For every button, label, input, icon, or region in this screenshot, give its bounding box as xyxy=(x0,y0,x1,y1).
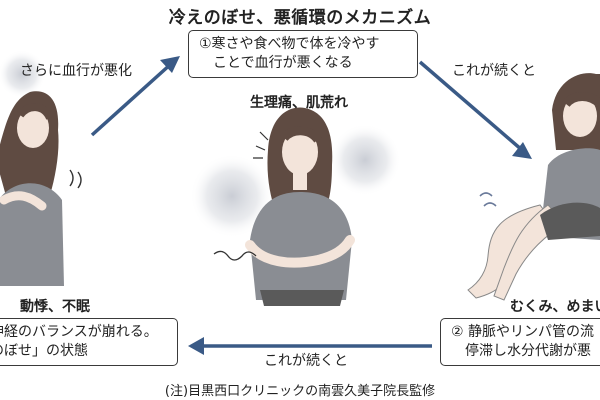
step2-line1: ② 静脈やリンパ管の流 xyxy=(451,324,595,340)
footnote: (注)目黒西口クリニックの南雲久美子院長監修 xyxy=(164,384,436,399)
step2-line2: 停滞し水分代謝が悪 xyxy=(465,343,591,359)
step3-textbox: 神経のバランスが崩れる。 のぼせ」の状態 xyxy=(0,318,178,366)
arrow-left-to-top xyxy=(90,56,180,137)
woman-stomach-pain-figure xyxy=(213,107,355,306)
diagram-title: 冷えのぼせ、悪循環のメカニズム xyxy=(168,8,432,28)
step3-line2: のぼせ」の状態 xyxy=(0,343,88,359)
step1-textbox: ①寒さや食べ物で体を冷やす ことで血行が悪くなる xyxy=(188,30,418,78)
step3-symptom: 動悸、不眠 xyxy=(20,299,90,315)
cold-glow xyxy=(0,50,46,98)
arrow-top-to-right xyxy=(418,60,532,159)
cold-glow xyxy=(329,124,401,196)
step1-line2: ことで血行が悪くなる xyxy=(213,55,353,71)
arrow-label-top-to-right: これが続くと xyxy=(452,63,536,79)
step2-symptom: むくみ、めまい xyxy=(510,299,600,315)
step1-line1: ①寒さや食べ物で体を冷やす xyxy=(199,36,380,52)
woman-swelling-figure xyxy=(467,73,600,301)
step1-symptom: 生理痛、肌荒れ xyxy=(250,95,348,111)
cold-glow xyxy=(190,154,274,238)
arrow-right-to-left xyxy=(188,337,432,355)
step2-textbox: ② 静脈やリンパ管の流 停滞し水分代謝が悪 xyxy=(440,318,600,366)
arrow-label-left-to-top: さらに血行が悪化 xyxy=(20,63,132,79)
step3-line1: 神経のバランスが崩れる。 xyxy=(0,324,158,340)
arrow-label-right-to-left: これが続くと xyxy=(264,353,348,369)
woman-palpitations-figure xyxy=(0,91,82,286)
